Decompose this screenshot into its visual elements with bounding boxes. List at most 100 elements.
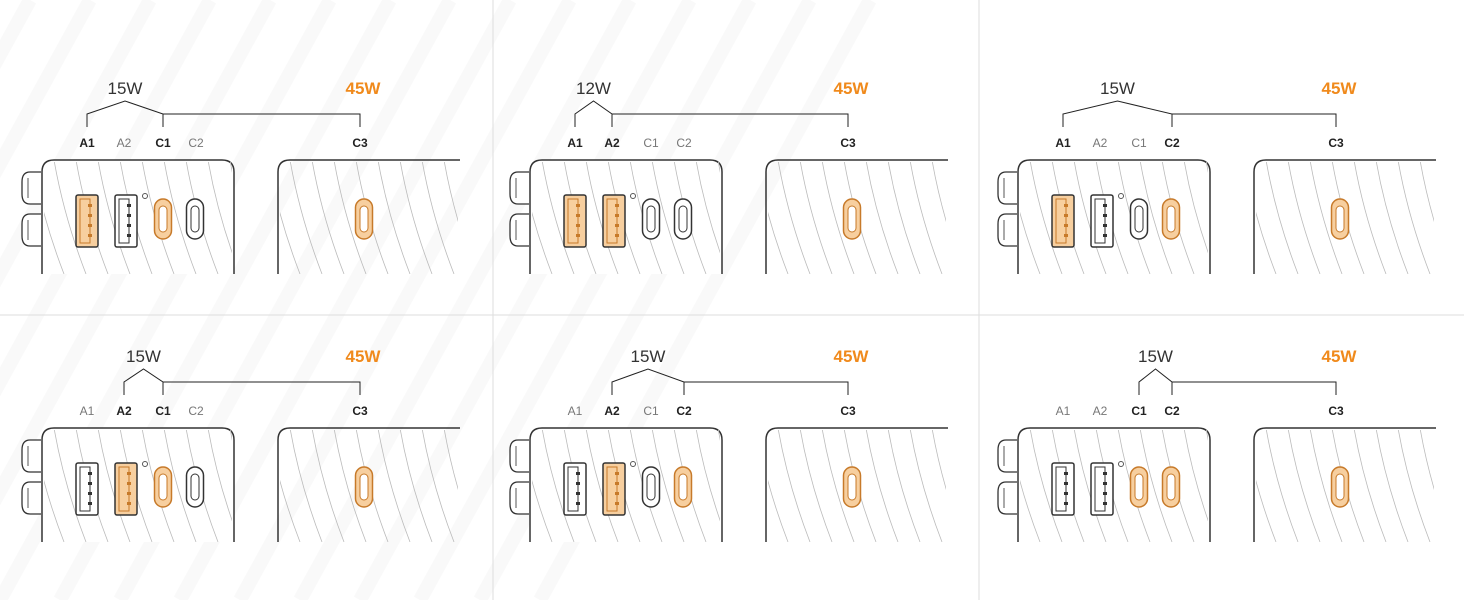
indicator-led <box>630 461 636 467</box>
hatch-line <box>651 162 685 274</box>
indicator-led <box>630 193 636 199</box>
port-label-c2: C2 <box>676 404 692 418</box>
hatch-line <box>1375 430 1409 542</box>
port-label-a2: A2 <box>1093 136 1108 150</box>
hatch-line <box>1020 479 1041 542</box>
usb-a-pin <box>127 234 131 237</box>
indicator-led <box>142 461 148 467</box>
hatch-line <box>768 479 789 542</box>
hatch-line <box>806 160 838 274</box>
hatch-line <box>532 479 553 542</box>
port-a1 <box>75 462 99 516</box>
usb-a-tongue <box>567 466 579 512</box>
port-label-c2: C2 <box>188 136 204 150</box>
charger-outline <box>765 159 948 274</box>
hatch-line <box>1442 160 1464 274</box>
port-a2 <box>114 462 138 516</box>
port-a1 <box>1051 194 1075 248</box>
hatch-line <box>865 430 899 542</box>
port-label-c3: C3 <box>352 404 368 418</box>
usb-a-pin <box>576 492 580 495</box>
hatch-line <box>377 430 411 542</box>
hatch-line <box>532 211 553 274</box>
charger-outline <box>41 427 235 542</box>
hatch-line <box>333 162 367 274</box>
usb-a-pin <box>615 234 619 237</box>
port-c2 <box>1161 466 1181 508</box>
usb-a-pin <box>576 224 580 227</box>
usb-a-pin <box>615 482 619 485</box>
hatch-line <box>799 162 833 274</box>
split-bracket-line <box>1062 100 1173 127</box>
port-label-a2: A2 <box>604 136 620 150</box>
usb-a-pin <box>88 204 92 207</box>
hatch-line <box>740 428 772 542</box>
hatch-line <box>865 162 899 274</box>
hatch-line <box>44 211 65 274</box>
split-wattage-label: 15W <box>126 347 161 366</box>
port-c3 <box>1330 198 1350 240</box>
usb-a-tongue <box>567 198 579 244</box>
usb-a-pin <box>1103 224 1107 227</box>
total-wattage-label: 45W <box>1322 79 1358 98</box>
charger-body-c3 <box>765 427 986 542</box>
usb-c-tongue <box>158 473 168 501</box>
usb-a-pin <box>1064 502 1068 505</box>
total-bracket-line <box>612 113 849 127</box>
hatch-line <box>916 428 948 542</box>
hatch-line <box>1139 430 1173 542</box>
power-bracket <box>611 368 849 395</box>
usb-a-pin <box>127 214 131 217</box>
split-wattage-label: 15W <box>1138 347 1173 366</box>
hatch-line <box>1265 430 1299 542</box>
plug-prong <box>509 481 529 515</box>
hatch-line <box>585 162 619 274</box>
usb-a-tongue <box>1055 198 1067 244</box>
port-a2 <box>114 194 138 248</box>
usb-a-pin <box>615 204 619 207</box>
charger-body <box>21 159 235 274</box>
port-label-a2: A2 <box>604 404 620 418</box>
usb-a-pin <box>1103 204 1107 207</box>
hatch-line <box>938 428 970 542</box>
total-bracket-line <box>1172 381 1337 395</box>
port-a2 <box>602 194 626 248</box>
usb-a-tongue <box>606 466 618 512</box>
hatch-line <box>333 430 367 542</box>
usb-a-pin <box>88 224 92 227</box>
port-a2 <box>1090 462 1114 516</box>
usb-a-pin <box>1103 482 1107 485</box>
usb-a-pin <box>1103 492 1107 495</box>
hatch-line <box>695 162 720 254</box>
charger-outline <box>1253 427 1436 542</box>
usb-a-pin <box>88 502 92 505</box>
usb-a-pin <box>127 502 131 505</box>
hatch-line <box>821 162 855 274</box>
charger-body <box>997 427 1211 542</box>
power-bracket <box>574 100 849 127</box>
usb-c-tongue <box>190 473 200 501</box>
hatch-line <box>53 162 87 274</box>
hatch-line <box>1073 430 1107 542</box>
hatch-line <box>1419 430 1434 490</box>
hatch-line <box>1404 160 1436 274</box>
port-c1 <box>153 466 173 508</box>
port-label-c1: C1 <box>1131 404 1147 418</box>
usb-a-pin <box>127 472 131 475</box>
port-label-c1: C1 <box>643 404 659 418</box>
usb-c-tongue <box>678 473 688 501</box>
split-bracket-line <box>574 100 613 127</box>
hatch-line <box>280 211 301 274</box>
usb-a-pin <box>615 492 619 495</box>
hatch-line <box>954 428 986 542</box>
hatch-line <box>1426 160 1458 274</box>
power-bracket <box>1062 100 1337 127</box>
body-hatching <box>1256 430 1434 542</box>
hatch-line <box>207 430 232 522</box>
usb-a-pin <box>576 204 580 207</box>
hatch-line <box>280 479 301 542</box>
charger-outline <box>277 427 460 542</box>
